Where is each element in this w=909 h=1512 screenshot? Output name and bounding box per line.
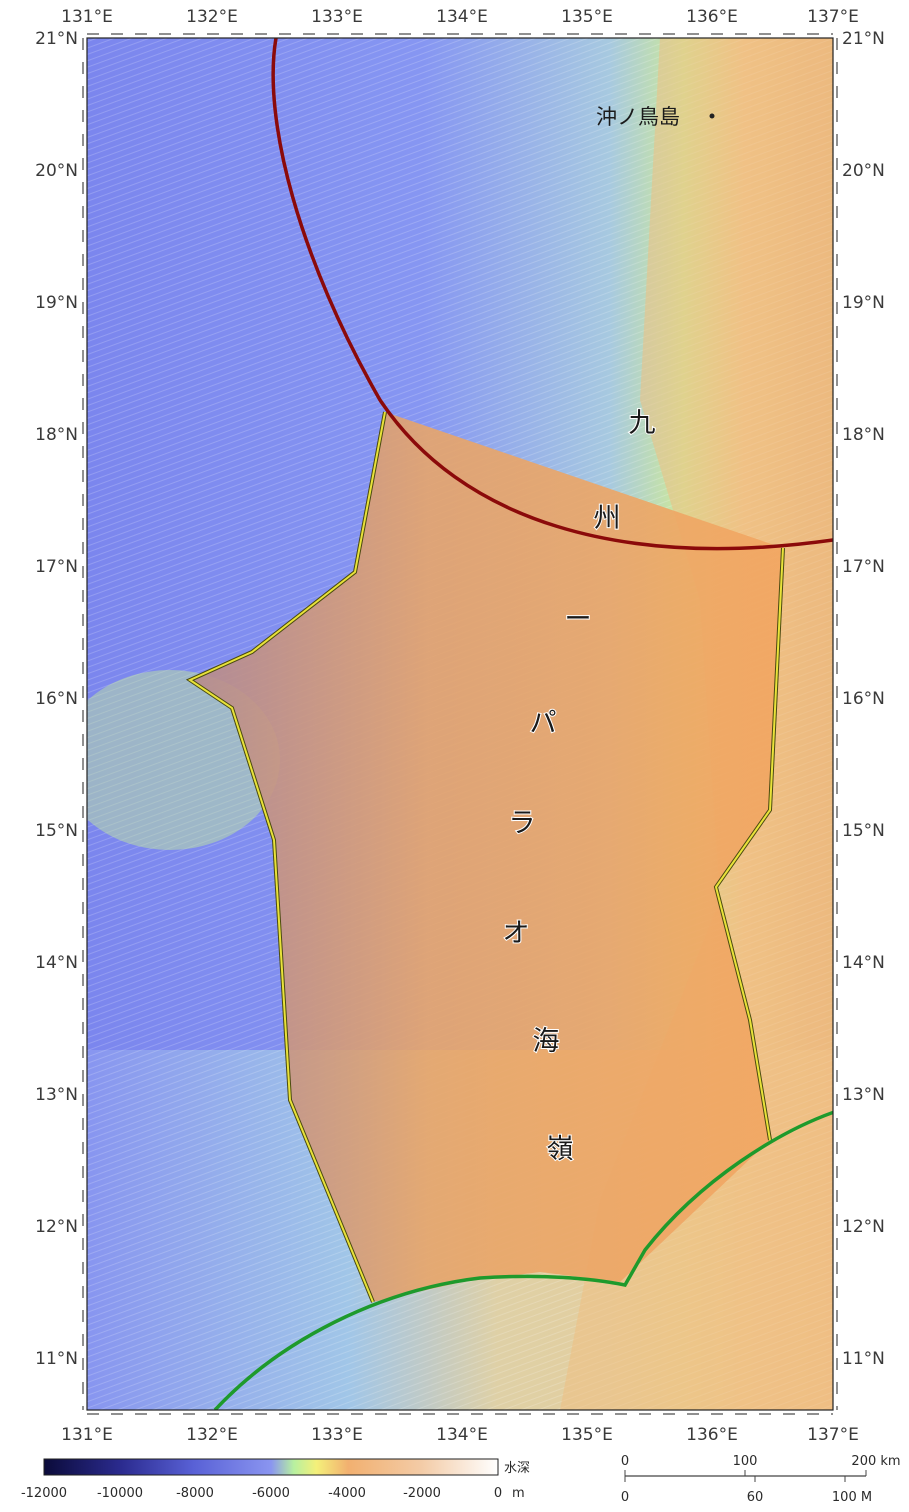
ridge-area-outline-yellow: [187, 411, 784, 1303]
lon-label-top: 132°E: [186, 7, 238, 27]
lon-label-bottom: 134°E: [436, 1425, 488, 1445]
depth-tick: -4000: [328, 1486, 366, 1501]
east-highland: [560, 38, 833, 1410]
ridge-name: 九 州 ー パ ラ オ 海 嶺: [502, 407, 657, 1166]
lon-label-top: 135°E: [561, 7, 613, 27]
lon-label-top: 137°E: [807, 7, 859, 27]
depth-tick: -12000: [21, 1486, 67, 1501]
lon-label-bottom: 135°E: [561, 1425, 613, 1445]
lat-label-right: 20°N: [842, 161, 885, 181]
scale-bar: 0 100 200 km 0 60 100 M: [621, 1454, 901, 1505]
map-frame: [86, 37, 834, 1411]
ridge-char: ー: [565, 604, 592, 635]
lon-label-top: 136°E: [686, 7, 738, 27]
lat-label-left: 14°N: [35, 953, 78, 973]
depth-tick: -6000: [252, 1486, 290, 1501]
lat-label-right: 21°N: [842, 29, 885, 49]
lat-label-left: 16°N: [35, 689, 78, 709]
ridge-area: [190, 412, 783, 1302]
depth-tick: -10000: [97, 1486, 143, 1501]
scale-km-tick: 100: [733, 1454, 758, 1469]
lat-label-left: 20°N: [35, 161, 78, 181]
lon-labels-bottom: 131°E 132°E 133°E 134°E 135°E 136°E 137°…: [61, 1425, 859, 1445]
scale-km-tick: 0: [621, 1454, 629, 1469]
lat-label-right: 15°N: [842, 821, 885, 841]
boundary-arc-green: [213, 1110, 833, 1410]
lat-label-right: 12°N: [842, 1217, 885, 1237]
ridge-char: 九: [629, 408, 656, 439]
ridge-char: 海: [533, 1026, 560, 1057]
scale-nm-tick: 60: [747, 1490, 764, 1505]
lat-label-right: 17°N: [842, 557, 885, 577]
lon-label-bottom: 136°E: [686, 1425, 738, 1445]
ridge-char: オ: [503, 918, 530, 949]
lat-label-left: 21°N: [35, 29, 78, 49]
ridge-char: パ: [530, 708, 557, 739]
okinotorishima-marker: [709, 113, 715, 119]
depth-unit: m: [512, 1486, 525, 1501]
lat-label-left: 17°N: [35, 557, 78, 577]
lat-label-left: 12°N: [35, 1217, 78, 1237]
lat-label-right: 16°N: [842, 689, 885, 709]
lon-label-bottom: 131°E: [61, 1425, 113, 1445]
lon-labels-top: 131°E 132°E 133°E 134°E 135°E 136°E 137°…: [61, 7, 859, 27]
scale-nm-tick: 100 M: [832, 1490, 872, 1505]
depth-colorbar: [43, 1458, 499, 1476]
frame-ticks: [82, 33, 838, 1415]
lat-labels-left: 21°N 20°N 19°N 18°N 17°N 16°N 15°N 14°N …: [35, 29, 78, 1369]
lat-label-left: 18°N: [35, 425, 78, 445]
lon-label-bottom: 137°E: [807, 1425, 859, 1445]
lat-label-right: 13°N: [842, 1085, 885, 1105]
lat-label-left: 11°N: [35, 1349, 78, 1369]
lon-label-top: 131°E: [61, 7, 113, 27]
depth-legend: 水深 m -12000 -10000 -8000 -6000 -4000 -20…: [21, 1458, 530, 1501]
lat-label-right: 18°N: [842, 425, 885, 445]
okinotorishima-label: 沖ノ鳥島: [596, 105, 680, 129]
lon-label-bottom: 132°E: [186, 1425, 238, 1445]
scale-nm-tick: 0: [621, 1490, 629, 1505]
lat-label-left: 13°N: [35, 1085, 78, 1105]
scale-km-tick: 200 km: [851, 1454, 900, 1469]
depth-tick: -8000: [176, 1486, 214, 1501]
lat-label-right: 19°N: [842, 293, 885, 313]
lat-label-right: 11°N: [842, 1349, 885, 1369]
lon-label-bottom: 133°E: [311, 1425, 363, 1445]
eez-circle-red: [271, 38, 833, 551]
west-trough-zone: [87, 670, 280, 850]
ridge-char: ラ: [509, 808, 536, 839]
lat-labels-right: 21°N 20°N 19°N 18°N 17°N 16°N 15°N 14°N …: [842, 29, 885, 1369]
ridge-char: 州: [594, 503, 621, 534]
depth-tick: -2000: [403, 1486, 441, 1501]
ridge-char: 嶺: [547, 1134, 574, 1165]
lon-label-top: 133°E: [311, 7, 363, 27]
depth-tick: 0: [494, 1486, 502, 1501]
lat-label-right: 14°N: [842, 953, 885, 973]
lat-label-left: 19°N: [35, 293, 78, 313]
depth-title: 水深: [504, 1461, 530, 1476]
lon-label-top: 134°E: [436, 7, 488, 27]
lat-label-left: 15°N: [35, 821, 78, 841]
